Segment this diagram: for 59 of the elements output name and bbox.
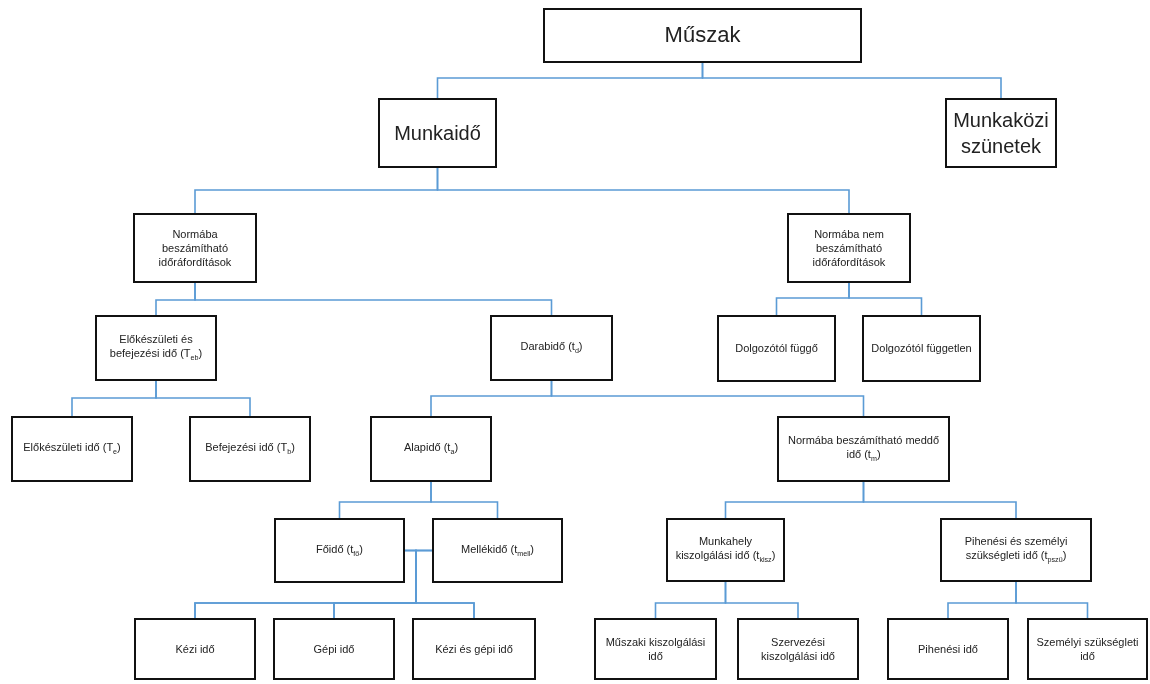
- time-category-box: [378, 98, 497, 168]
- box-label: Műszak: [664, 21, 741, 50]
- time-category-box: [543, 8, 862, 63]
- box-label: Pihenési idő: [918, 641, 978, 657]
- time-category-box: [189, 416, 311, 482]
- connector-line: [415, 549, 475, 619]
- connector-line: [724, 581, 799, 619]
- time-category-box: [11, 416, 133, 482]
- time-category-box: [432, 518, 563, 583]
- time-category-box: [134, 618, 256, 680]
- box-label: Normába beszámítható meddő idő (t$_{m}$): [787, 433, 940, 465]
- connector-line: [701, 62, 1002, 99]
- box-label: Műszaki kiszolgálási idő: [604, 634, 707, 664]
- box-label: Alapidő (t$_{a}$): [403, 440, 459, 458]
- connector-line: [194, 282, 553, 316]
- time-category-box: [95, 315, 217, 381]
- box-label: Normába beszámítható időráfordítások: [157, 226, 233, 270]
- box-label: Személyi szükségleti idő: [1035, 634, 1140, 664]
- time-category-box: [787, 213, 911, 283]
- time-category-box: [777, 416, 950, 482]
- time-category-box: [412, 618, 536, 680]
- time-category-box: [940, 518, 1092, 582]
- box-label: Szervezési kiszolgálási idő: [760, 634, 836, 664]
- time-category-box: [666, 518, 785, 582]
- box-label: Befejezési idő (T$_{b}$): [205, 440, 295, 458]
- connector-line: [550, 380, 865, 417]
- time-category-box: [594, 618, 717, 680]
- time-category-box: [887, 618, 1009, 680]
- time-category-box: [737, 618, 859, 680]
- box-label: Pihenési és személyi szükségleti idő (t$_{pszü}$): [963, 534, 1069, 566]
- box-label: Előkészületi idő (T$_{e}$): [23, 440, 121, 458]
- box-label: Előkészületi és befejezési idő (T$_{eb}$): [108, 332, 204, 364]
- box-label: Gépi idő: [313, 641, 355, 657]
- time-category-box: [133, 213, 257, 283]
- box-label: Dolgozótól független: [871, 341, 972, 356]
- connector-line: [1015, 581, 1089, 619]
- connector-line: [848, 282, 923, 316]
- box-label: Munkahely kiszolgálási idő (t$_{kisz}$): [674, 534, 777, 566]
- connector-line: [862, 481, 1017, 519]
- time-category-box: [862, 315, 981, 382]
- time-category-box: [274, 518, 405, 583]
- box-label: Kézi idő: [175, 641, 215, 657]
- time-category-box: [490, 315, 613, 381]
- box-label: Főidő (t$_{fő}$): [316, 541, 363, 560]
- box-label: Munkaközi szünetek: [953, 108, 1049, 159]
- connector-line: [436, 167, 850, 214]
- box-label: Dolgozótól függő: [735, 341, 818, 356]
- time-category-box: [1027, 618, 1148, 680]
- box-label: Normába nem beszámítható időráfordítások: [811, 226, 887, 270]
- connector-line: [155, 380, 251, 417]
- time-category-box: [273, 618, 395, 680]
- box-label: Mellékidő (t$_{mell}$): [461, 541, 534, 560]
- time-category-box: [717, 315, 836, 382]
- connector-line: [430, 481, 499, 519]
- box-label: Kézi és gépi idő: [435, 641, 513, 657]
- box-label: Munkaidő: [394, 121, 481, 146]
- box-label: Darabidő (t$_{d}$): [520, 339, 583, 357]
- time-category-box: [945, 98, 1057, 168]
- time-category-box: [370, 416, 492, 482]
